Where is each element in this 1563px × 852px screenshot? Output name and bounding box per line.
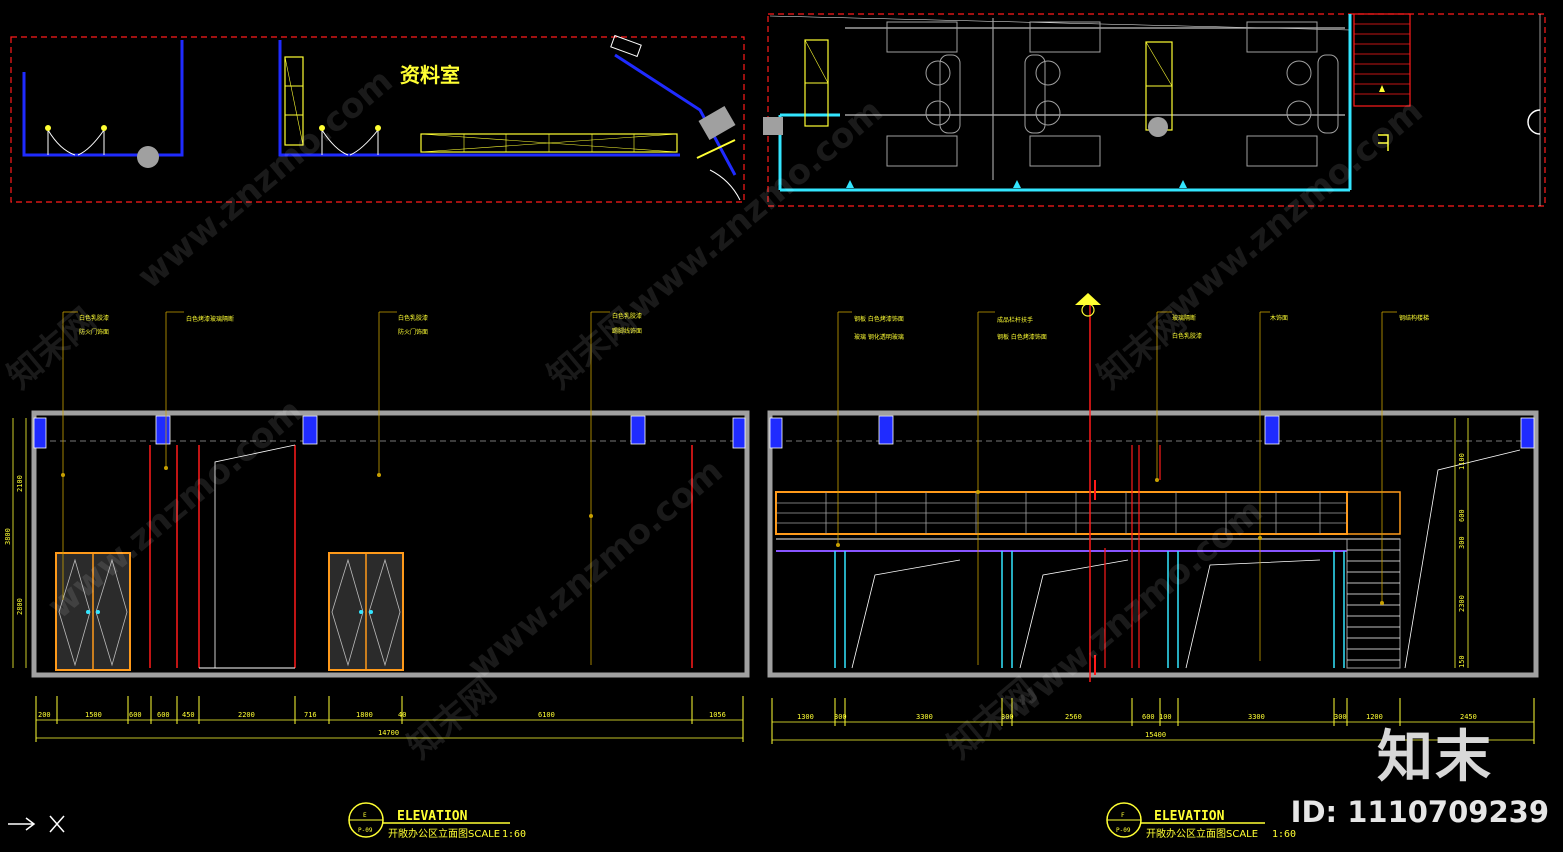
elevation-f-dim-11: 2450 bbox=[1460, 713, 1477, 721]
elevation-f-leader-5: 玻璃隔断 bbox=[1172, 314, 1196, 322]
elevation-f-dim-1: 1300 bbox=[797, 713, 814, 721]
elevation-f-title-block: F P-09 ELEVATION 开敞办公区立面图SCALE 1:60 bbox=[1106, 802, 1296, 840]
elevation-f-dim-right-1: 1100 bbox=[1458, 453, 1466, 470]
elevation-f-dim-6: 600 bbox=[1142, 713, 1155, 721]
elevation-f-dim-right-3: 300 bbox=[1458, 536, 1466, 549]
elevation-f-dim-2: 300 bbox=[834, 713, 847, 721]
elevation-e-leader-4: 白色乳胶漆 bbox=[398, 314, 428, 322]
elevation-f-leader-3: 成品栏杆扶手 bbox=[997, 316, 1033, 324]
ucs-axis-icon bbox=[8, 815, 65, 833]
elevation-f-sheet-ref: P-09 bbox=[1116, 827, 1131, 834]
elevation-f-drawing: 钢板 白色烤漆饰面 玻璃 钢化透明玻璃 成品栏杆扶手 钢板 白色烤漆饰面 玻璃隔… bbox=[767, 293, 1539, 840]
elevation-f-subtitle: 开敞办公区立面图SCALE bbox=[1146, 827, 1258, 840]
elevation-e-dim-left-3: 2800 bbox=[16, 598, 24, 615]
elevation-e-dim-6: 2200 bbox=[238, 711, 255, 719]
watermark-brand-1: 知末网 bbox=[0, 301, 104, 397]
watermark-url-1: www.znzmo.com bbox=[130, 61, 400, 297]
plan-room-label: 资料室 bbox=[400, 63, 460, 87]
elevation-f-scale: 1:60 bbox=[1272, 829, 1296, 840]
image-id-label: ID: 1110709239 bbox=[1290, 795, 1549, 829]
elevation-f-sheet-letter: F bbox=[1121, 812, 1125, 819]
watermark-brand-3: 知末网 bbox=[1090, 301, 1194, 397]
elevation-e-dim-2: 1500 bbox=[85, 711, 102, 719]
elevation-e-dim-left-1: 2100 bbox=[16, 475, 24, 492]
elevation-f-leader-1: 钢板 白色烤漆饰面 bbox=[854, 315, 904, 323]
elevation-e-leader-3: 白色烤漆玻璃隔断 bbox=[186, 315, 234, 323]
elevation-e-sheet-letter: E bbox=[363, 812, 367, 819]
elevation-e-title: ELEVATION bbox=[397, 809, 468, 824]
elevation-f-leader-4: 钢板 白色烤漆饰面 bbox=[997, 333, 1047, 341]
elevation-e-dim-5: 450 bbox=[182, 711, 195, 719]
watermark-brand-2: 知末网 bbox=[540, 301, 644, 397]
watermark-url-4: www.znzmo.com bbox=[40, 391, 310, 627]
elevation-f-dim-4: 300 bbox=[1001, 713, 1014, 721]
elevation-e-dim-7: 716 bbox=[304, 711, 317, 719]
elevation-f-dim-7: 100 bbox=[1159, 713, 1172, 721]
watermark-url-2: www.znzmo.com bbox=[620, 91, 890, 327]
watermark-url-6: www.znzmo.com bbox=[1000, 491, 1270, 727]
elevation-e-drawing: 白色乳胶漆 防火门饰面 白色烤漆玻璃隔断 白色乳胶漆 防火门饰面 白色乳胶漆 踢… bbox=[4, 311, 750, 840]
elevation-f-leader-7: 木饰面 bbox=[1270, 314, 1288, 322]
brand-logo: 知末 bbox=[1377, 725, 1493, 790]
elevation-e-subtitle: 开敞办公区立面图SCALE bbox=[388, 827, 500, 840]
elevation-e-dim-1: 200 bbox=[38, 711, 51, 719]
elevation-e-sheet-ref: P-09 bbox=[358, 827, 373, 834]
elevation-f-dim-right-5: 150 bbox=[1458, 655, 1466, 668]
elevation-f-dim-right-4: 2300 bbox=[1458, 595, 1466, 612]
elevation-f-dim-5: 2560 bbox=[1065, 713, 1082, 721]
elevation-e-scale: 1:60 bbox=[502, 829, 526, 840]
elevation-e-dim-10: 6100 bbox=[538, 711, 555, 719]
elevation-e-dim-left-2: 3800 bbox=[4, 528, 12, 545]
elevation-e-dim-9: 40 bbox=[398, 711, 406, 719]
elevation-f-dim-9: 300 bbox=[1334, 713, 1347, 721]
watermark-url-5: www.znzmo.com bbox=[460, 451, 730, 687]
watermark-brand-4: 知末网 bbox=[400, 671, 504, 767]
elevation-e-dim-8: 1800 bbox=[356, 711, 373, 719]
elevation-e-door-right bbox=[328, 552, 404, 671]
elevation-e-leader-6: 白色乳胶漆 bbox=[612, 312, 642, 320]
elevation-f-dim-total: 15400 bbox=[1145, 731, 1166, 739]
elevation-f-leader-6: 白色乳胶漆 bbox=[1172, 332, 1202, 340]
elevation-e-door-left bbox=[55, 552, 131, 671]
elevation-e-leader-7: 踢脚线饰面 bbox=[612, 327, 642, 335]
plan-archive-room: 资料室 bbox=[10, 34, 745, 203]
elevation-f-leader-8: 钢结构楼梯 bbox=[1399, 314, 1429, 322]
elevation-e-leader-1: 白色乳胶漆 bbox=[79, 314, 109, 322]
elevation-e-dim-3: 600 bbox=[129, 711, 142, 719]
elevation-e-dim-11: 1056 bbox=[709, 711, 726, 719]
elevation-f-leader-2: 玻璃 钢化透明玻璃 bbox=[854, 333, 904, 341]
elevation-f-title: ELEVATION bbox=[1154, 809, 1225, 824]
elevation-e-dim-total: 14700 bbox=[378, 729, 399, 737]
elevation-e-leader-2: 防火门饰面 bbox=[79, 328, 109, 336]
elevation-f-dim-8: 3300 bbox=[1248, 713, 1265, 721]
elevation-f-dim-right-2: 600 bbox=[1458, 509, 1466, 522]
elevation-e-leader-5: 防火门饰面 bbox=[398, 328, 428, 336]
elevation-e-title-block: E P-09 ELEVATION 开敞办公区立面图SCALE 1:60 bbox=[348, 802, 526, 840]
watermark-url-3: www.znzmo.com bbox=[1160, 91, 1430, 327]
elevation-f-dim-3: 3300 bbox=[916, 713, 933, 721]
plan-open-office bbox=[763, 13, 1546, 207]
elevation-f-dim-10: 1200 bbox=[1366, 713, 1383, 721]
elevation-e-dim-4: 600 bbox=[157, 711, 170, 719]
